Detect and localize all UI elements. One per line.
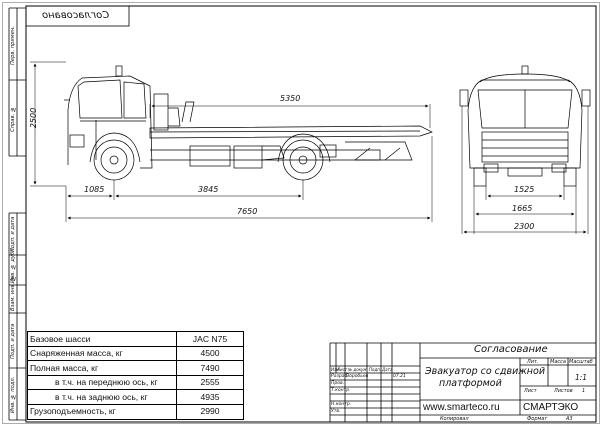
role-ncontrol: Н.контр.: [331, 402, 352, 407]
dim-platform-length: 5350: [280, 94, 301, 103]
margin-label-reference-no: Справ. №: [10, 106, 16, 132]
spec-label: Снаряженная масса, кг: [27, 345, 177, 362]
spec-value: 4500: [176, 345, 244, 362]
header-mass: Масса: [550, 359, 566, 365]
scale-value: 1:1: [575, 373, 588, 382]
margin-label-replace-inv-no: Взам. инв. №: [10, 275, 16, 311]
approval-title: Согласование: [474, 344, 548, 355]
front-view: [459, 65, 591, 187]
margin-label-first-use: Перв. примен.: [10, 26, 16, 66]
sheets-value: 1: [582, 388, 586, 394]
title-block-grid: [329, 342, 596, 422]
dim-height: 2500: [29, 107, 39, 129]
spec-value: 4935: [176, 389, 244, 405]
role-tcontrol: Т.контр.: [331, 388, 351, 393]
drawing-title-line2: платформой: [439, 378, 502, 389]
header-scale: Масштаб: [569, 359, 593, 365]
dim-front-overhang: 1085: [84, 185, 105, 194]
col-header-doc: № докум.: [348, 367, 368, 372]
sheets-label: Листов: [554, 388, 573, 394]
spec-value: JAC N75: [176, 331, 244, 347]
role-checker: Пров.: [331, 381, 345, 386]
spec-label: в т.ч. на переднюю ось, кг: [27, 374, 177, 391]
website: www.smarteco.ru: [423, 402, 500, 413]
margin-label-sign-date-2: Подп. и дата: [10, 323, 16, 359]
format-value: A3: [566, 416, 573, 422]
mirrored-approval-stamp: Согласовано: [42, 10, 110, 21]
spec-value: 7490: [176, 360, 244, 376]
sheet-label: Лист: [524, 388, 537, 394]
company-name: СМАРТЭКО: [523, 402, 579, 413]
role-approver: Утв.: [331, 409, 341, 414]
developer-name: Воробьев: [346, 374, 369, 379]
dim-overall-length: 7650: [237, 207, 258, 216]
dim-rear-track: 1525: [514, 185, 535, 194]
spec-value: 2555: [176, 374, 244, 391]
spec-label: Грузоподъемность, кг: [27, 403, 177, 420]
header-lit: Лит.: [527, 359, 539, 365]
drawing-title-line1: Эвакуатор со сдвижной: [425, 366, 546, 377]
spec-value: 2990: [176, 403, 244, 420]
dim-front-track: 1665: [512, 204, 533, 213]
spec-label: в т.ч. на заднюю ось, кг: [27, 389, 177, 405]
spec-label: Базовое шасси: [27, 331, 177, 347]
margin-label-orig-inv-no: Инв. № подл.: [10, 376, 16, 414]
format-label: Формат: [527, 416, 548, 422]
col-header-list: Лист: [337, 367, 348, 372]
col-header-izm: Изм: [331, 367, 340, 372]
col-header-date: Дата: [382, 367, 393, 372]
dim-overall-width: 2300: [514, 222, 535, 231]
col-header-sign: Подп.: [369, 367, 382, 372]
spec-label: Полная масса, кг: [27, 360, 177, 376]
role-developer: Разраб.: [331, 374, 349, 379]
side-view: [64, 65, 433, 181]
dim-wheelbase: 3845: [198, 185, 219, 194]
developer-date: 07.21: [393, 374, 406, 379]
copied-label: Копировал: [440, 416, 469, 422]
